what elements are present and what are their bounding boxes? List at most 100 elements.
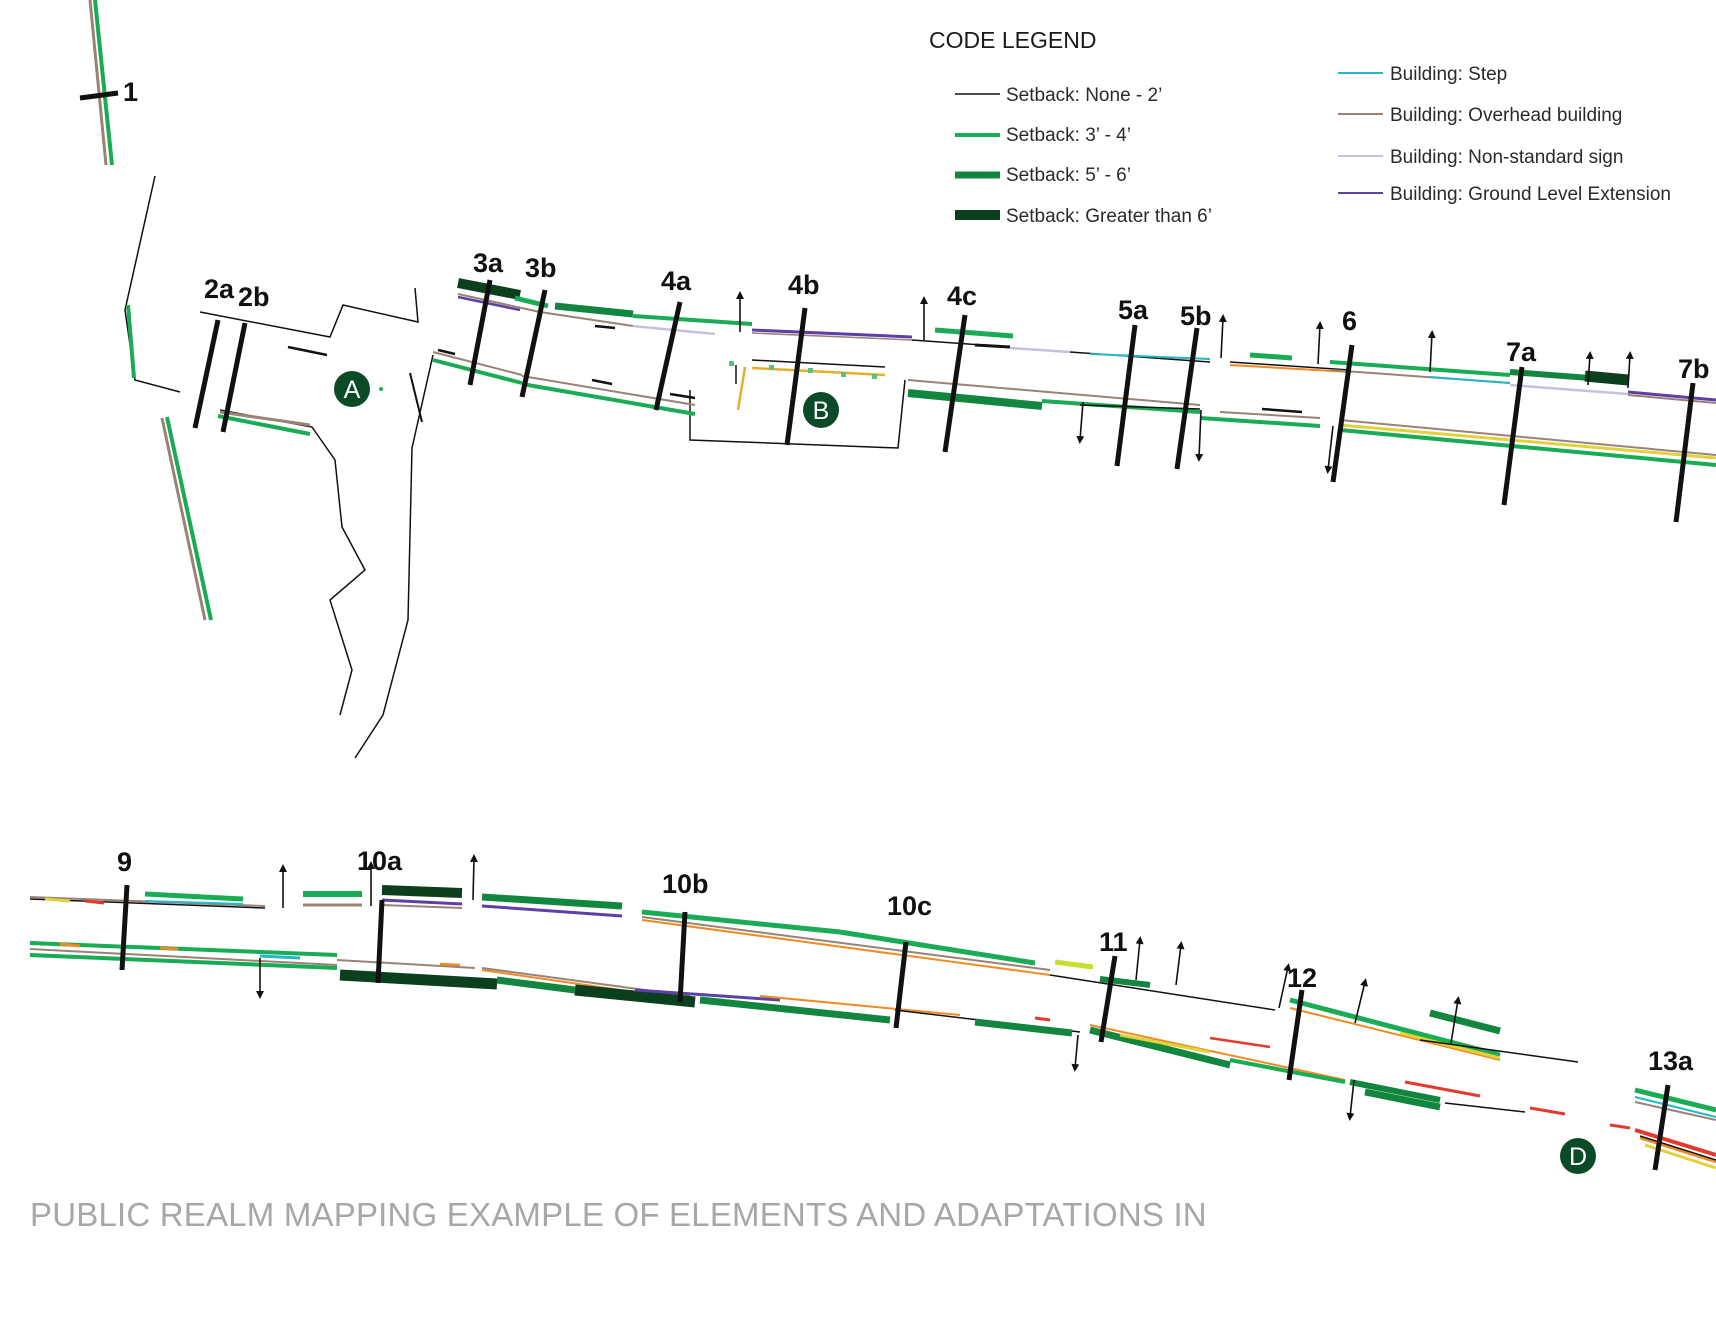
frontage-line xyxy=(1627,390,1716,402)
section-cut xyxy=(192,319,221,429)
section-cut xyxy=(677,911,688,1003)
section-cut xyxy=(119,884,130,971)
frontage-line xyxy=(839,929,1036,966)
legend-label-setback-gt6: Setback: Greater than 6’ xyxy=(1006,206,1212,227)
frontage-line xyxy=(1079,404,1201,410)
entrance-arrow xyxy=(1076,401,1085,444)
frontage-line xyxy=(1199,416,1321,428)
frontage-line xyxy=(521,382,696,416)
frontage-line xyxy=(126,304,136,379)
frontage-line xyxy=(1229,1058,1346,1084)
section-label-9: 9 xyxy=(117,847,132,877)
frontage-line xyxy=(457,293,541,313)
section-cut xyxy=(893,941,909,1029)
legend-label-building-extension: Building: Ground Level Extension xyxy=(1390,184,1671,205)
marker-d xyxy=(1560,1138,1596,1174)
section-cut xyxy=(1330,344,1355,483)
section-cuts xyxy=(79,90,1696,1171)
section-labels: 1 2a 2b 3a 3b 4a 4b 4c 5a 5b 6 7a 7b 9 1… xyxy=(117,77,1710,1076)
section-cut xyxy=(1114,324,1138,467)
legend-label-setback-5-6: Setback: 5’ - 6’ xyxy=(1006,165,1131,186)
frontage-line xyxy=(1444,1102,1526,1113)
section-label-13a: 13a xyxy=(1648,1046,1694,1076)
section-cut xyxy=(79,90,119,101)
entrance-arrow xyxy=(1315,321,1324,365)
section-label-11: 11 xyxy=(1099,927,1128,957)
plaza-edge xyxy=(287,345,328,357)
frontage-line xyxy=(59,942,81,948)
frontage-line xyxy=(539,311,634,327)
frontage-line xyxy=(641,909,841,935)
frontage-line xyxy=(165,416,213,621)
plaza-edge xyxy=(219,409,366,716)
frontage-line xyxy=(907,389,1043,410)
marker-a-label: A xyxy=(344,376,361,404)
courtyard-edge xyxy=(736,366,747,411)
frontage-line xyxy=(481,904,623,918)
frontage-line xyxy=(44,897,71,903)
frontage-line xyxy=(88,0,108,166)
courtyard-edge xyxy=(751,366,886,377)
frontage-line xyxy=(1099,976,1151,988)
frontage-line xyxy=(381,885,463,898)
frontage-line xyxy=(574,984,696,1008)
courtyard-edge xyxy=(751,359,886,368)
frontage-line xyxy=(632,314,753,326)
frontage-line xyxy=(1119,1033,1211,1054)
entrance-arrow xyxy=(1427,330,1436,373)
frontage-line xyxy=(1349,1079,1441,1103)
frontage-line xyxy=(219,410,311,427)
frontage-line xyxy=(594,324,616,330)
entrance-arrow xyxy=(1175,941,1185,986)
frontage-line xyxy=(1339,423,1716,460)
frontage-line xyxy=(432,351,523,376)
frontage-line xyxy=(1339,419,1716,456)
frontage-line xyxy=(432,358,523,385)
legend-label-building-overhead: Building: Overhead building xyxy=(1390,105,1622,126)
frontage-line xyxy=(29,941,338,957)
section-label-5b: 5b xyxy=(1180,301,1212,331)
section-label-1: 1 xyxy=(123,77,138,107)
marker-b xyxy=(803,392,839,428)
frontage-line xyxy=(29,948,338,966)
frontage-line xyxy=(759,995,961,1016)
frontage-line xyxy=(1404,1080,1481,1098)
location-markers: A B D xyxy=(334,371,1596,1174)
frontage-line xyxy=(934,327,1014,339)
entrance-arrow xyxy=(469,854,478,901)
frontage-line xyxy=(144,900,244,905)
frontage-line xyxy=(974,343,1011,349)
marker-d-label: D xyxy=(1569,1143,1587,1171)
section-cut xyxy=(942,314,968,453)
frontage-line xyxy=(1509,383,1629,396)
frontage-line xyxy=(634,988,781,1002)
section-label-4a: 4a xyxy=(661,266,692,296)
frontage-line xyxy=(481,893,623,910)
marker-a xyxy=(334,371,370,407)
section-label-4b: 4b xyxy=(788,270,820,300)
section-cut xyxy=(1652,1084,1671,1171)
planter-dot xyxy=(729,361,734,366)
frontage-line xyxy=(1639,1136,1716,1164)
section-label-12: 12 xyxy=(1287,963,1317,993)
entrance-arrow xyxy=(1071,1034,1080,1072)
section-label-7b: 7b xyxy=(1678,354,1710,384)
entrance-arrow xyxy=(1218,314,1227,359)
section-cut xyxy=(1286,989,1305,1081)
frontage-line xyxy=(159,946,179,951)
plaza-edge xyxy=(354,354,434,759)
entrance-arrow xyxy=(1354,978,1368,1024)
frontage-line xyxy=(1209,1036,1271,1049)
section-label-2a: 2a xyxy=(204,274,235,304)
map-caption: PUBLIC REALM MAPPING EXAMPLE OF ELEMENTS… xyxy=(30,1196,1207,1233)
section-label-3b: 3b xyxy=(525,253,557,283)
frontage-line xyxy=(974,1018,1073,1037)
legend-label-setback-3-4: Setback: 3’ - 4’ xyxy=(1006,125,1131,146)
marker-dot xyxy=(379,387,383,391)
frontage-line xyxy=(84,899,105,905)
frontage-line xyxy=(339,969,498,990)
section-label-10c: 10c xyxy=(887,891,932,921)
planter-dot xyxy=(841,372,846,377)
planter-dot xyxy=(872,374,877,379)
